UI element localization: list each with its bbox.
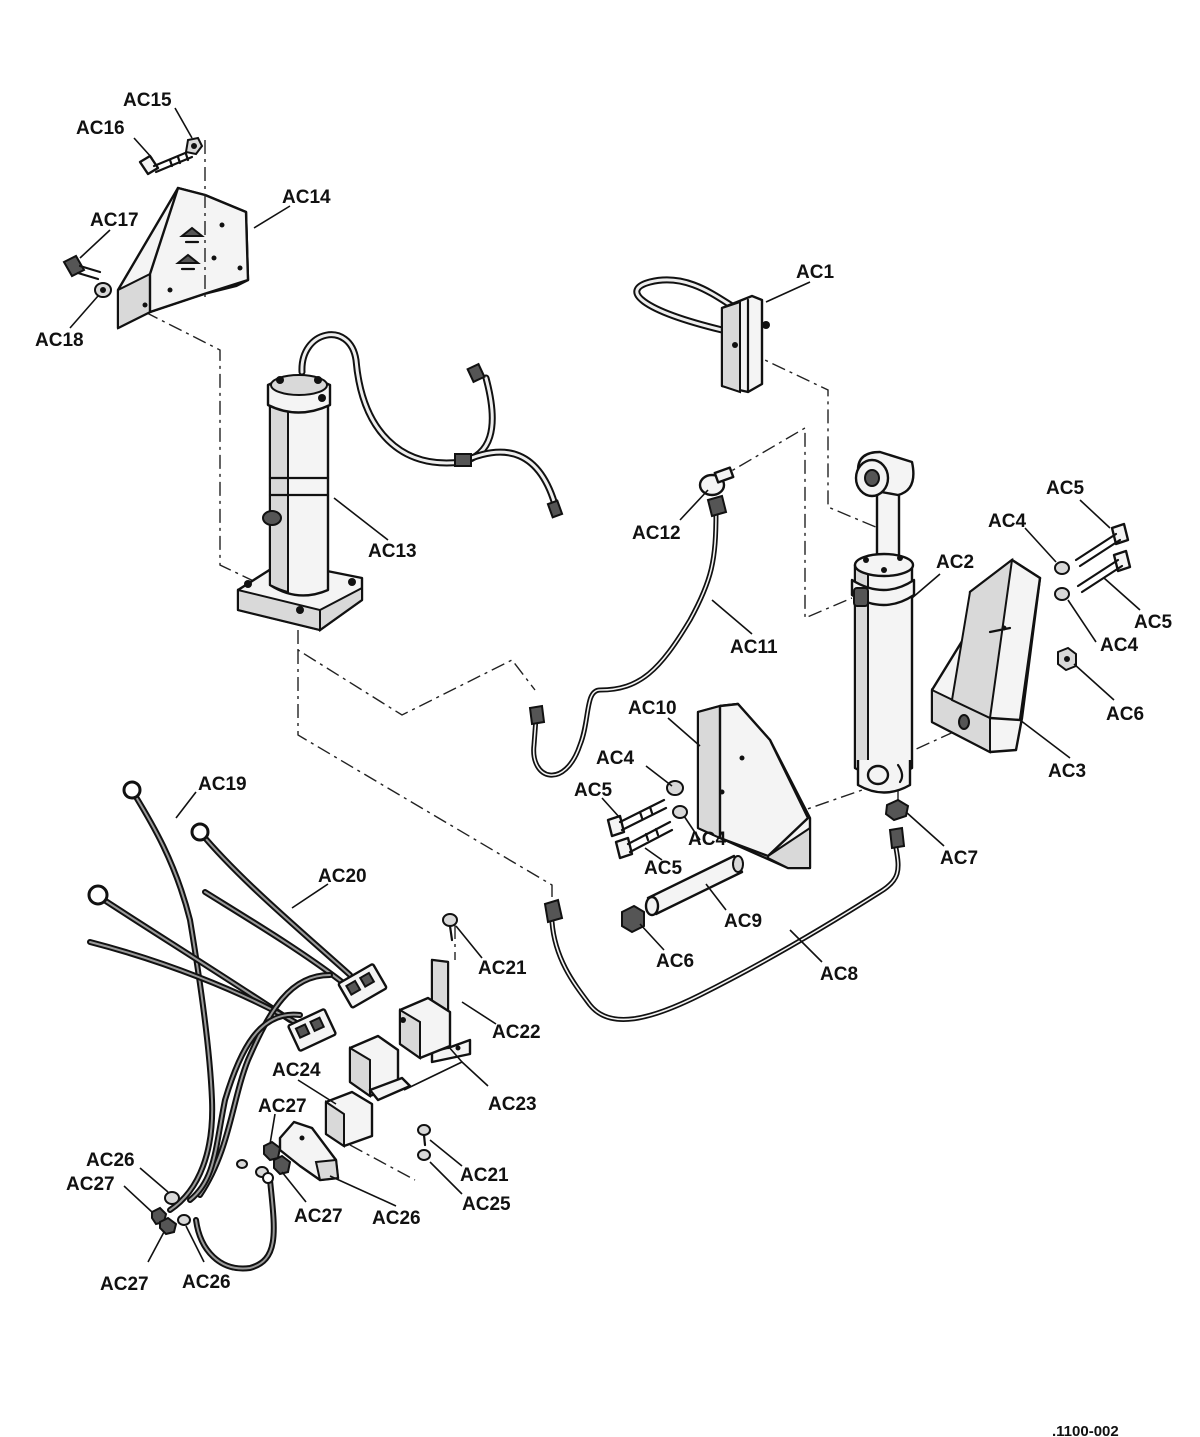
callout-ac26: AC26 <box>182 1272 231 1293</box>
hex-nut <box>621 904 645 934</box>
hydraulic-tube <box>543 826 906 1022</box>
callout-ac25: AC25 <box>462 1194 511 1215</box>
callout-ac27: AC27 <box>66 1174 115 1195</box>
elbow-fitting <box>698 466 735 497</box>
hydraulic-cylinder <box>850 450 916 794</box>
callout-ac14: AC14 <box>282 187 331 208</box>
callout-ac23: AC23 <box>488 1094 537 1115</box>
hex-nut <box>1057 646 1077 672</box>
callout-ac5: AC5 <box>1134 612 1172 633</box>
callout-ac12: AC12 <box>632 523 681 544</box>
callout-ac5: AC5 <box>574 780 612 801</box>
hex-nut <box>273 1154 292 1176</box>
callout-labels: AC15 AC16 AC14 AC17 AC18 AC1 AC13 AC12 A… <box>35 90 1172 1295</box>
mounting-bracket <box>696 702 812 870</box>
hex-nut <box>159 1216 178 1236</box>
assembly-center-lines <box>144 311 959 1181</box>
relay-bracket <box>278 1120 340 1182</box>
callout-ac4: AC4 <box>988 511 1026 532</box>
callout-ac13: AC13 <box>368 541 417 562</box>
lock-washer <box>1054 561 1070 575</box>
relay <box>398 996 452 1060</box>
ground-cable <box>122 780 216 1213</box>
callout-ac2: AC2 <box>936 552 974 573</box>
callout-ac27: AC27 <box>258 1096 307 1117</box>
callout-ac21: AC21 <box>460 1165 509 1186</box>
hex-bolt <box>62 254 102 281</box>
callout-ac24: AC24 <box>272 1060 321 1081</box>
hydraulic-tube <box>528 494 728 778</box>
lock-washer <box>1054 587 1070 601</box>
callout-ac10: AC10 <box>628 698 677 719</box>
callout-ac15: AC15 <box>123 90 172 111</box>
callout-ac1: AC1 <box>796 262 834 283</box>
lock-washer <box>417 1149 431 1161</box>
hex-bolt <box>1074 522 1130 568</box>
hex-bolt <box>138 149 194 176</box>
callout-ac3: AC3 <box>1048 761 1086 782</box>
callout-ac17: AC17 <box>90 210 139 231</box>
wiring-harness <box>87 822 388 1272</box>
callout-ac4: AC4 <box>596 748 634 769</box>
callout-ac11: AC11 <box>730 637 778 658</box>
callout-ac18: AC18 <box>35 330 84 351</box>
lock-washer <box>236 1159 248 1169</box>
callout-ac5: AC5 <box>1046 478 1084 499</box>
screw <box>417 1124 431 1147</box>
callout-ac26: AC26 <box>372 1208 421 1229</box>
drawing-number: .1100-002 <box>1052 1423 1119 1437</box>
callout-ac7: AC7 <box>940 848 978 869</box>
relay <box>348 1034 412 1102</box>
callout-ac9: AC9 <box>724 911 762 932</box>
callout-ac27: AC27 <box>294 1206 343 1227</box>
callout-ac6: AC6 <box>1106 704 1144 725</box>
callout-ac5: AC5 <box>644 858 682 879</box>
elbow-fitting <box>884 798 910 822</box>
callout-ac4: AC4 <box>688 829 726 850</box>
callout-ac19: AC19 <box>198 774 247 795</box>
callout-ac8: AC8 <box>820 964 858 985</box>
callout-ac27: AC27 <box>100 1274 149 1295</box>
ring-terminal <box>262 1172 274 1184</box>
leader-lines <box>69 107 1141 1263</box>
lock-washer <box>164 1191 180 1205</box>
hex-bolt <box>1076 549 1132 594</box>
relay <box>324 1090 374 1148</box>
pivot-pin <box>644 854 744 917</box>
mounting-bracket <box>930 557 1042 754</box>
callout-ac4: AC4 <box>1100 635 1138 656</box>
callout-ac6: AC6 <box>656 951 694 972</box>
lock-washer <box>177 1214 191 1226</box>
hex-bolt <box>606 798 668 838</box>
mount-plate <box>116 140 250 330</box>
hose-clip <box>633 276 770 394</box>
hex-bolt <box>614 820 674 860</box>
callout-ac22: AC22 <box>492 1022 541 1043</box>
callout-ac21: AC21 <box>478 958 527 979</box>
pump-motor <box>236 331 564 632</box>
lock-washer <box>94 282 112 298</box>
screw <box>442 913 458 942</box>
callout-ac26: AC26 <box>86 1150 135 1171</box>
hex-nut <box>184 136 204 156</box>
lock-washer <box>672 805 688 819</box>
callout-ac20: AC20 <box>318 866 367 887</box>
callout-ac16: AC16 <box>76 118 125 139</box>
